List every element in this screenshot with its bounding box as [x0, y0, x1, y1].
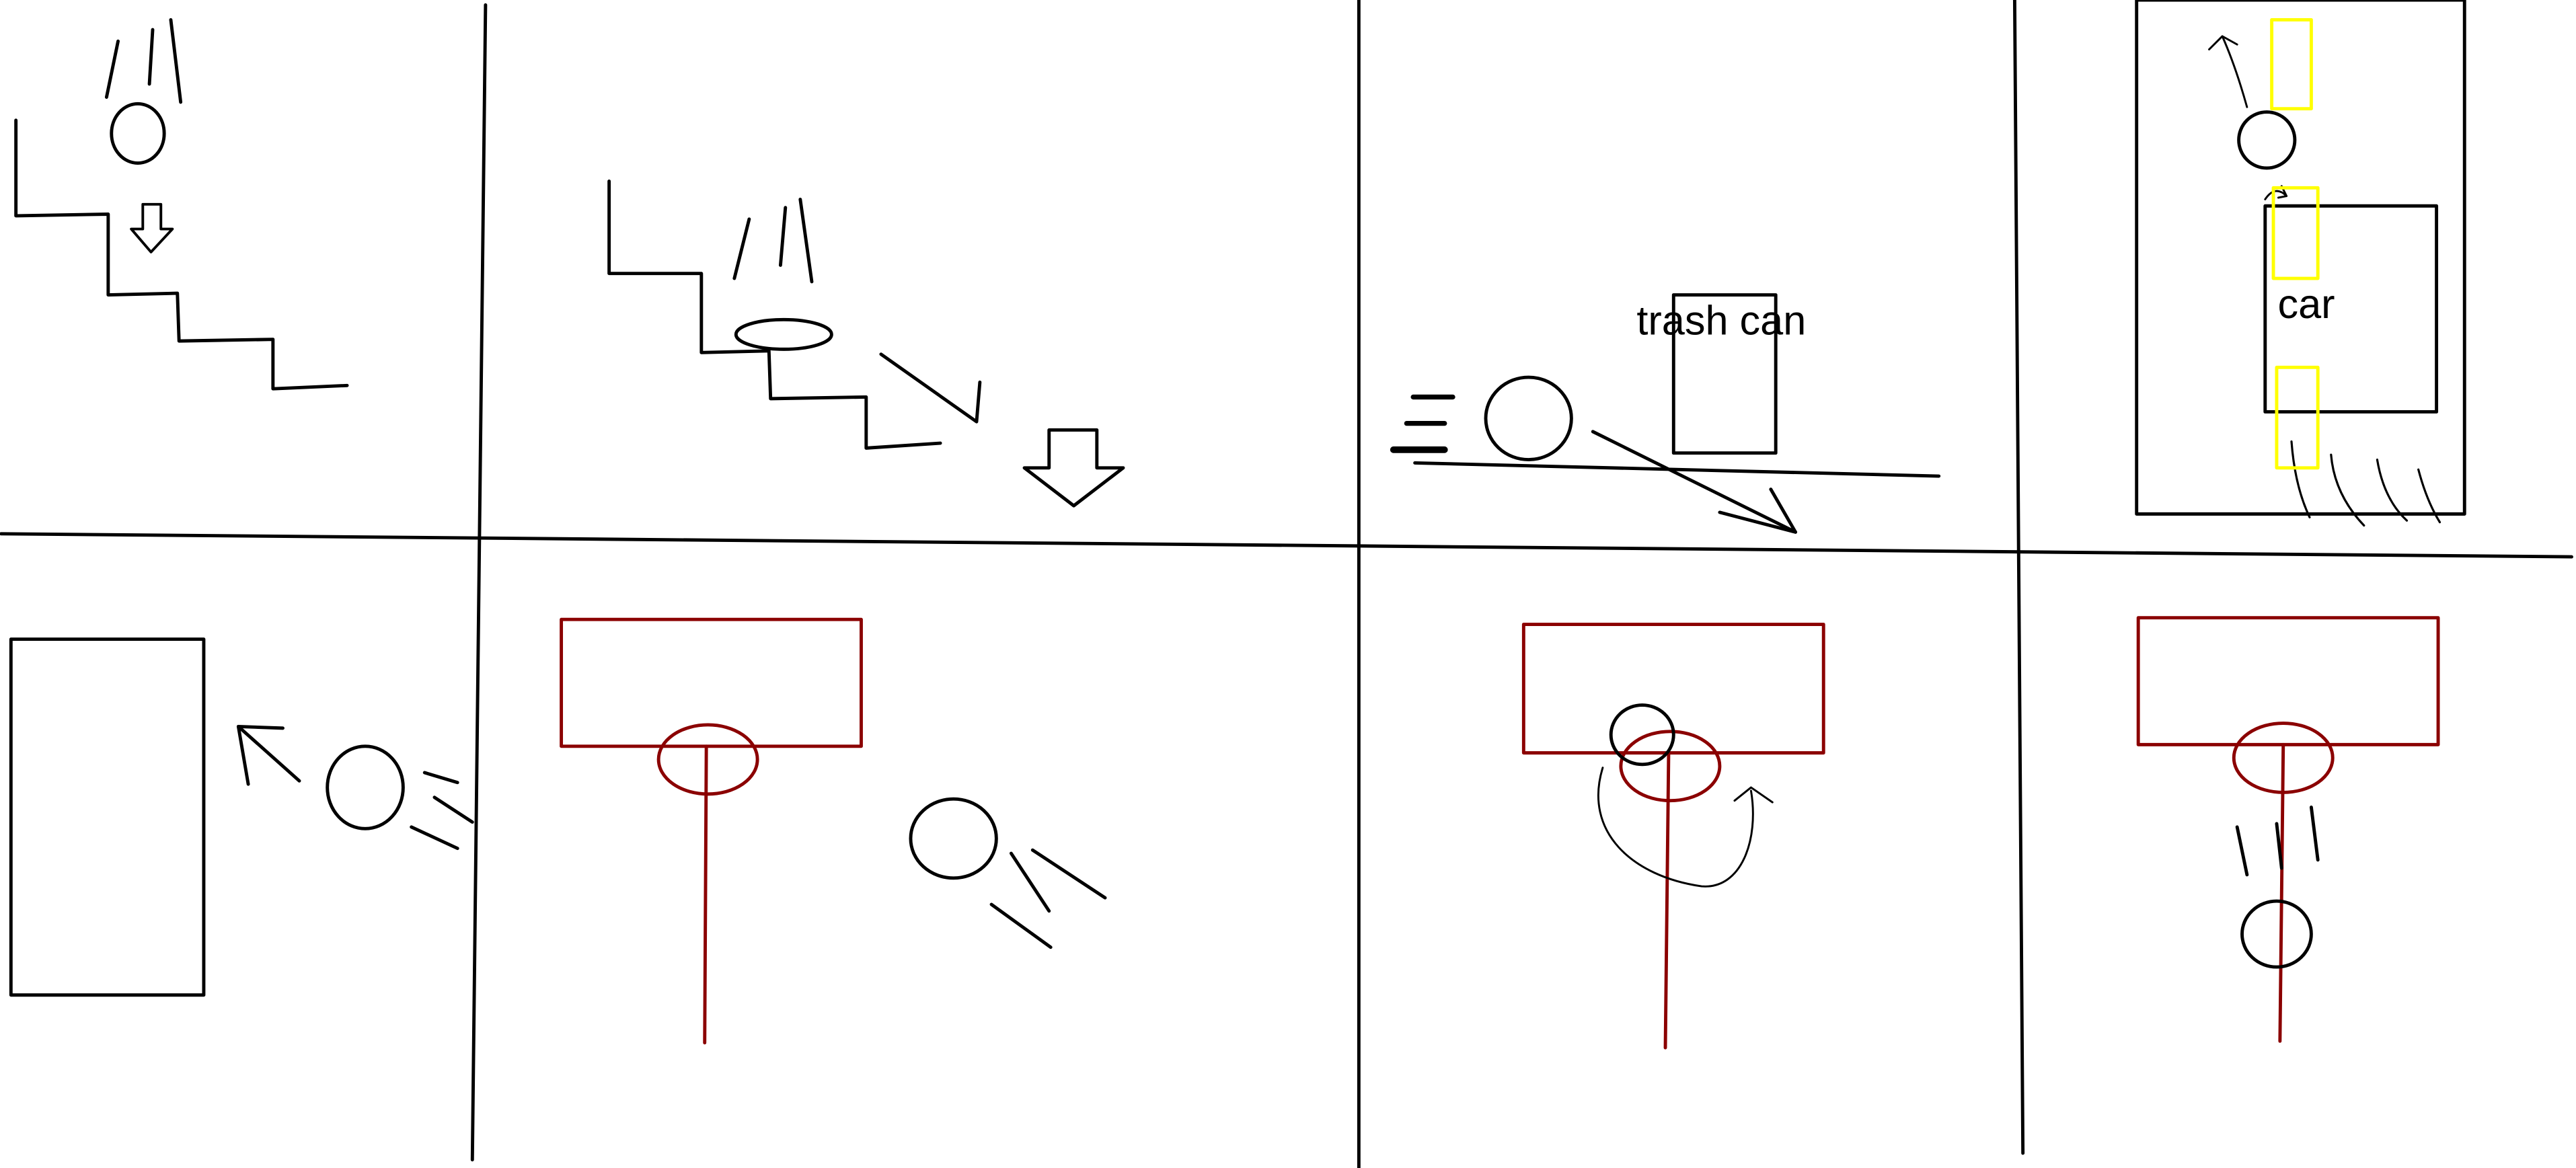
- down-arrow-icon: [1022, 428, 1125, 508]
- panel-1: [14, 17, 349, 391]
- motion-line: [432, 795, 474, 824]
- roll-arrow-shaft: [1591, 430, 1798, 534]
- motion-line: [147, 28, 155, 86]
- circling-arrow-icon: [1597, 767, 1774, 888]
- motion-line: [422, 771, 459, 785]
- bounce-arrow-icon: [2208, 35, 2248, 108]
- hoop-pole: [703, 744, 708, 1045]
- backboard: [2136, 616, 2440, 746]
- tire-track: [2290, 440, 2311, 518]
- hoop-rim: [656, 723, 759, 796]
- highlight-marker: [2271, 186, 2320, 280]
- ball-icon: [1609, 703, 1675, 767]
- panel-3: [1390, 293, 1941, 534]
- panel-7: [1521, 623, 1825, 1050]
- panel-4: [2135, 0, 2466, 527]
- motion-line: [989, 902, 1053, 949]
- highlight-marker: [2275, 365, 2320, 470]
- panel-8: [2136, 616, 2440, 1043]
- squashed-ball-icon: [734, 317, 833, 351]
- motion-line: [169, 17, 183, 104]
- panel-5: [9, 637, 474, 997]
- car-label: car: [2278, 281, 2335, 327]
- tire-track: [2330, 453, 2365, 527]
- down-arrow-icon: [130, 202, 174, 254]
- motion-line: [410, 825, 459, 851]
- motion-line: [2275, 822, 2283, 870]
- motion-line: [798, 197, 814, 284]
- ball-icon: [1484, 375, 1573, 461]
- backboard: [560, 617, 863, 748]
- panel-6: [560, 617, 863, 1045]
- ball-icon: [110, 102, 166, 165]
- panel-7-ball: [1597, 703, 1774, 888]
- grid-divider-horizontal: [0, 532, 2573, 559]
- highlight-markers: [2270, 17, 2320, 470]
- trash-can: [1671, 293, 1778, 455]
- tire-track: [2417, 468, 2441, 524]
- ground-line: [1413, 461, 1941, 478]
- staircase: [14, 118, 349, 391]
- wall: [9, 637, 206, 997]
- grid-divider-vertical-3: [2012, 0, 2025, 1155]
- motion-line: [778, 206, 788, 267]
- bounce-arrow-icon: [879, 352, 982, 424]
- panel-2: [607, 180, 1125, 508]
- ball-icon: [326, 744, 405, 830]
- rebound-arrow-barb: [236, 724, 250, 786]
- hoop-pole: [2278, 742, 2285, 1043]
- tire-track: [2376, 458, 2409, 522]
- hoop-pole: [1663, 751, 1671, 1050]
- panel-8-ball: [2235, 806, 2320, 969]
- hoop-rim: [1619, 730, 1722, 803]
- car: [2263, 204, 2439, 414]
- ball-icon: [2237, 110, 2297, 170]
- roll-arrow-head-icon: [1718, 488, 1798, 534]
- road-outline: [2135, 0, 2466, 516]
- motion-line: [1009, 851, 1051, 913]
- motion-line: [104, 39, 120, 99]
- highlight-marker: [2270, 17, 2313, 111]
- staircase: [607, 180, 942, 450]
- ball-icon: [2240, 899, 2313, 969]
- ball-icon: [909, 797, 998, 880]
- motion-line: [1030, 848, 1107, 900]
- grid-divider-vertical-1: [470, 3, 488, 1162]
- backboard: [1521, 623, 1825, 755]
- panel-6-ball: [909, 797, 1107, 949]
- trash-can-label: trash can: [1636, 297, 1806, 343]
- motion-line: [732, 217, 751, 280]
- motion-line: [2309, 806, 2320, 862]
- motion-line: [2235, 825, 2249, 877]
